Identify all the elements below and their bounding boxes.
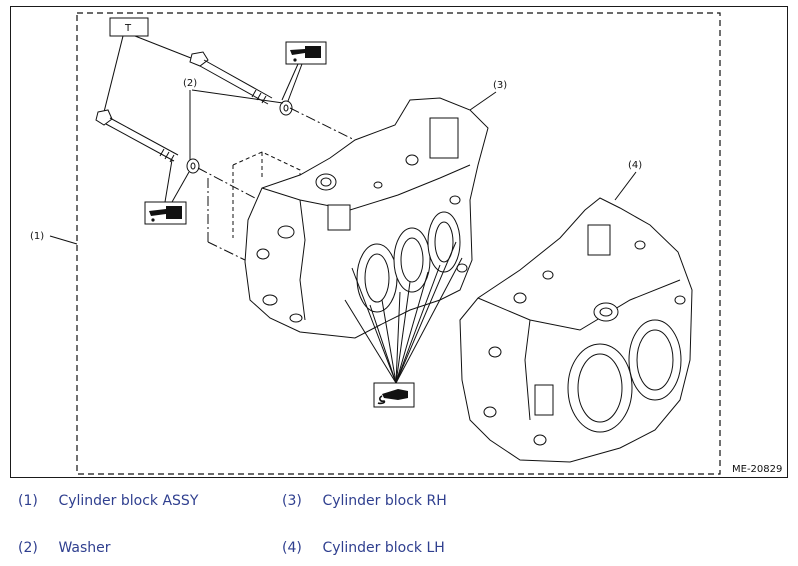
legend-text: Washer — [58, 540, 111, 556]
liquid-gasket-icon — [373, 382, 415, 408]
callout-assy-label: (1) — [30, 231, 44, 242]
bolt-upper — [189, 51, 273, 105]
oil-can-icon — [285, 41, 327, 65]
oil-leader-lower-1 — [164, 159, 173, 203]
legend-num: (1) — [18, 493, 38, 509]
legend-num: (2) — [18, 540, 38, 556]
dashed-hidden-lines — [232, 151, 301, 238]
legend-item-washer: (2) Washer — [18, 540, 111, 556]
oil-leader-upper-2 — [287, 63, 303, 102]
legend-item-assy: (1) Cylinder block ASSY — [18, 493, 198, 509]
callout-washer-leader-1 — [191, 89, 284, 104]
callout-lh-leader — [614, 171, 637, 201]
oil-leader-upper-1 — [281, 63, 299, 101]
oil-can-icon — [144, 201, 187, 225]
washer-lower-hole — [190, 162, 196, 170]
cylinder-block-rh — [244, 97, 489, 339]
gasket-leaders — [344, 241, 463, 384]
legend-text: Cylinder block LH — [322, 540, 445, 556]
callout-rh-leader — [469, 91, 497, 111]
torque-leader-1 — [134, 35, 197, 61]
torque-label-box — [109, 17, 149, 37]
callout-rh-label: (3) — [493, 80, 507, 91]
torque-leader-2 — [102, 35, 124, 117]
legend-text: Cylinder block RH — [322, 493, 447, 509]
callout-assy-leader — [49, 235, 78, 245]
callout-washer-label: (2) — [183, 78, 197, 89]
oil-leader-lower-2 — [171, 171, 190, 203]
legend-text: Cylinder block ASSY — [58, 493, 199, 509]
assembly-dashed-boundary — [76, 12, 721, 475]
legend: (1) Cylinder block ASSY (3) Cylinder blo… — [0, 478, 798, 566]
callout-lh-label: (4) — [628, 160, 642, 171]
legend-num: (3) — [282, 493, 302, 509]
legend-item-rh: (3) Cylinder block RH — [282, 493, 447, 509]
legend-num: (4) — [282, 540, 302, 556]
figure-code: ME-20829 — [732, 464, 782, 475]
legend-item-lh: (4) Cylinder block LH — [282, 540, 445, 556]
cylinder-block-lh — [459, 197, 693, 463]
torque-label: T — [124, 23, 132, 34]
exploded-diagram: (1) T (2) — [30, 12, 782, 475]
bolt-lower — [95, 109, 179, 163]
washer-upper-hole — [283, 104, 289, 112]
